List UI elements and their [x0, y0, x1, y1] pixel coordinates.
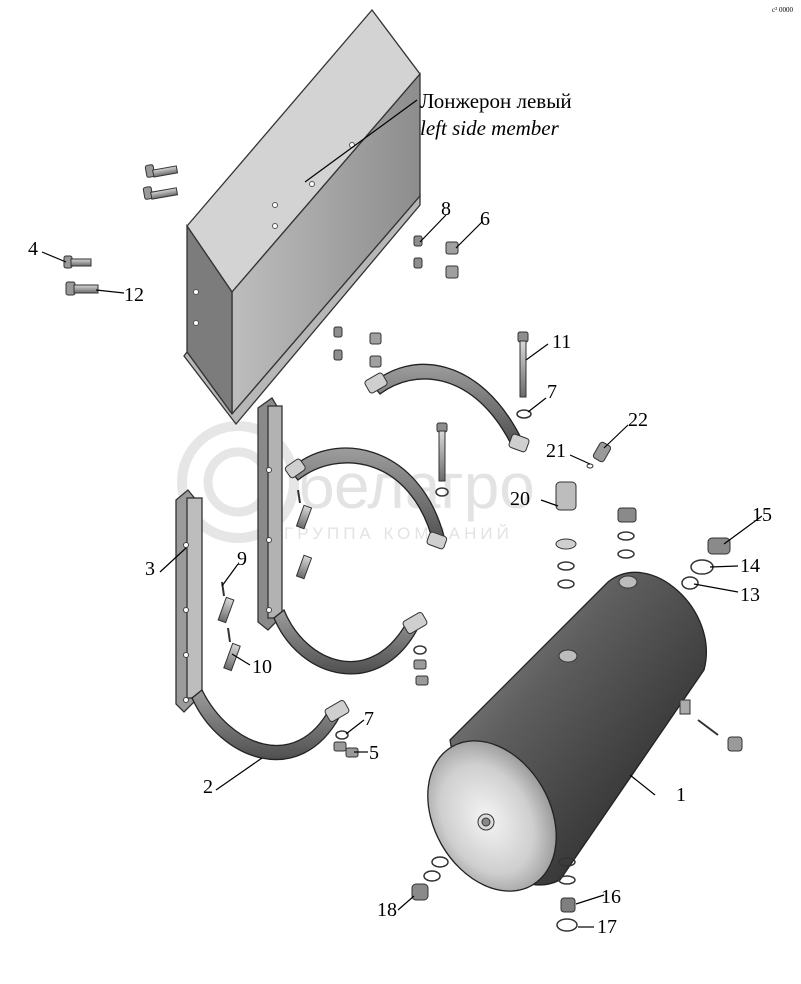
- caption-leader: [304, 99, 418, 183]
- label-2: 2: [203, 776, 213, 798]
- strap-rear: [273, 608, 428, 675]
- bolt-12: [65, 281, 99, 296]
- leader-lines: [41, 214, 763, 928]
- watermark-logo-ring: [177, 421, 299, 543]
- side-fitting: [697, 719, 743, 752]
- bolts-upper: [142, 164, 179, 200]
- strap-2: [191, 688, 350, 761]
- left-side-member: [183, 8, 421, 426]
- label-17: 17: [597, 916, 617, 938]
- drain-16-17: [556, 857, 578, 932]
- label-10: 10: [252, 656, 272, 678]
- label-18: 18: [377, 899, 397, 921]
- label-12: 12: [124, 284, 144, 306]
- bracket-rear: [257, 397, 283, 631]
- label-7b: 7: [364, 708, 374, 730]
- label-7a: 7: [547, 381, 557, 403]
- callout-numbers: 1 2 3 4 5 6 7 7 8 9 10 11 12 13 14 15 16…: [28, 198, 772, 938]
- corner-mark: c² 0000: [772, 6, 793, 14]
- long-bolt-11: [516, 331, 532, 419]
- bracket-3: [175, 489, 203, 713]
- fittings-top: [555, 441, 637, 589]
- label-6: 6: [480, 208, 490, 230]
- label-20: 20: [510, 488, 530, 510]
- label-22: 22: [628, 409, 648, 431]
- nuts-6: [445, 241, 459, 279]
- valve-15: [681, 537, 731, 590]
- watermark: белагро ГРУППА КОМПАНИЙ: [177, 421, 535, 543]
- strap-middle: [284, 447, 448, 550]
- label-1: 1: [676, 784, 686, 806]
- label-14: 14: [740, 555, 760, 577]
- nuts-mid: [333, 326, 382, 368]
- label-16: 16: [601, 886, 621, 908]
- caption-ru: Лонжерон левый: [420, 89, 572, 113]
- caption-en: left side member: [420, 116, 560, 140]
- label-11: 11: [552, 331, 571, 353]
- label-21: 21: [546, 440, 566, 462]
- long-bolt-middle: [435, 422, 449, 497]
- label-5: 5: [369, 742, 379, 764]
- label-9: 9: [237, 548, 247, 570]
- nuts-8: [413, 235, 423, 269]
- label-13: 13: [740, 584, 760, 606]
- small-bolts-9-10: [217, 489, 313, 672]
- label-8: 8: [441, 198, 451, 220]
- strap-upper: [364, 363, 530, 453]
- nuts-5-7: [333, 645, 429, 758]
- label-3: 3: [145, 558, 155, 580]
- label-4: 4: [28, 238, 38, 260]
- label-15: 15: [752, 504, 772, 526]
- bolt-4: [63, 255, 92, 269]
- watermark-subtitle: ГРУППА КОМПАНИЙ: [284, 524, 513, 543]
- air-tank: [427, 571, 707, 892]
- plug-18: [411, 856, 449, 901]
